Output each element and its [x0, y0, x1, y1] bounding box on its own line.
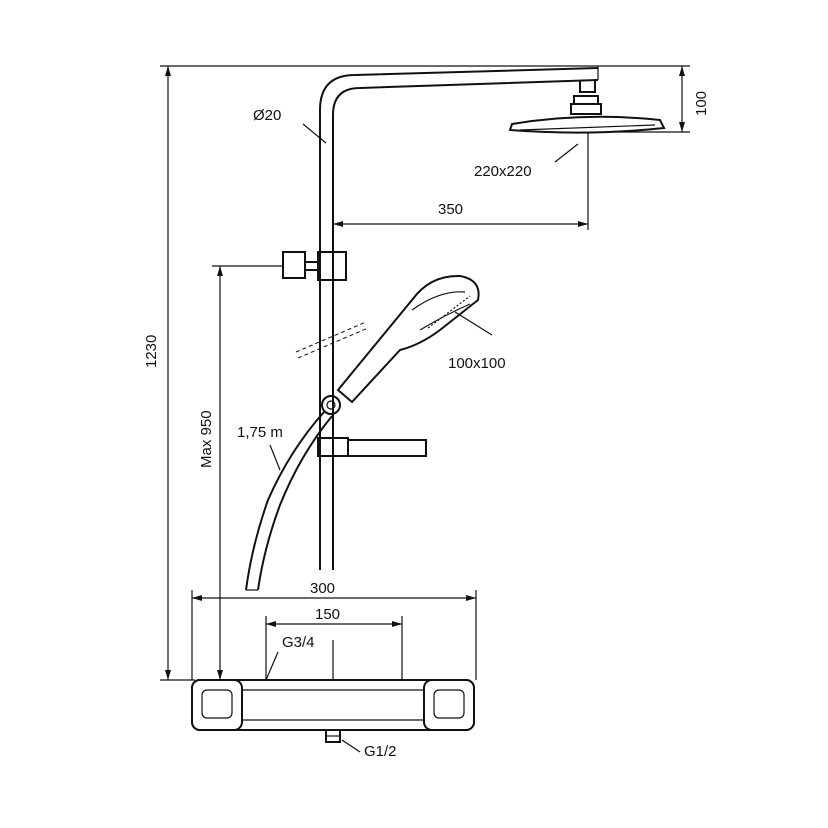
- pipe-diameter-label: Ø20: [253, 107, 281, 124]
- wall-bracket: [282, 251, 347, 281]
- head-shower-size-label: 220x220: [474, 163, 532, 180]
- thermostat-mixer: [191, 679, 475, 743]
- head-shower-height-label: 100: [693, 91, 710, 116]
- riser-pipe: [319, 66, 599, 570]
- arm-reach-label: 350: [438, 201, 463, 218]
- max-slider-height-label: Max 950: [198, 410, 215, 468]
- outlet-thread-label: G1/2: [364, 743, 397, 760]
- hand-shower: [321, 274, 480, 415]
- hose-length-label: 1,75 m: [237, 424, 283, 441]
- soap-shelf: [317, 437, 427, 457]
- leader-lines: [265, 123, 579, 753]
- dimension-lines: [160, 65, 690, 681]
- connection-spacing-label: 150: [315, 606, 340, 623]
- head-shower: [508, 80, 666, 134]
- hose: [245, 411, 333, 591]
- total-height-label: 1230: [143, 335, 160, 368]
- hand-shower-size-label: 100x100: [448, 355, 506, 372]
- inlet-thread-label: G3/4: [282, 634, 315, 651]
- hand-shower-alt-position: [295, 321, 369, 359]
- mixer-width-label: 300: [310, 580, 335, 597]
